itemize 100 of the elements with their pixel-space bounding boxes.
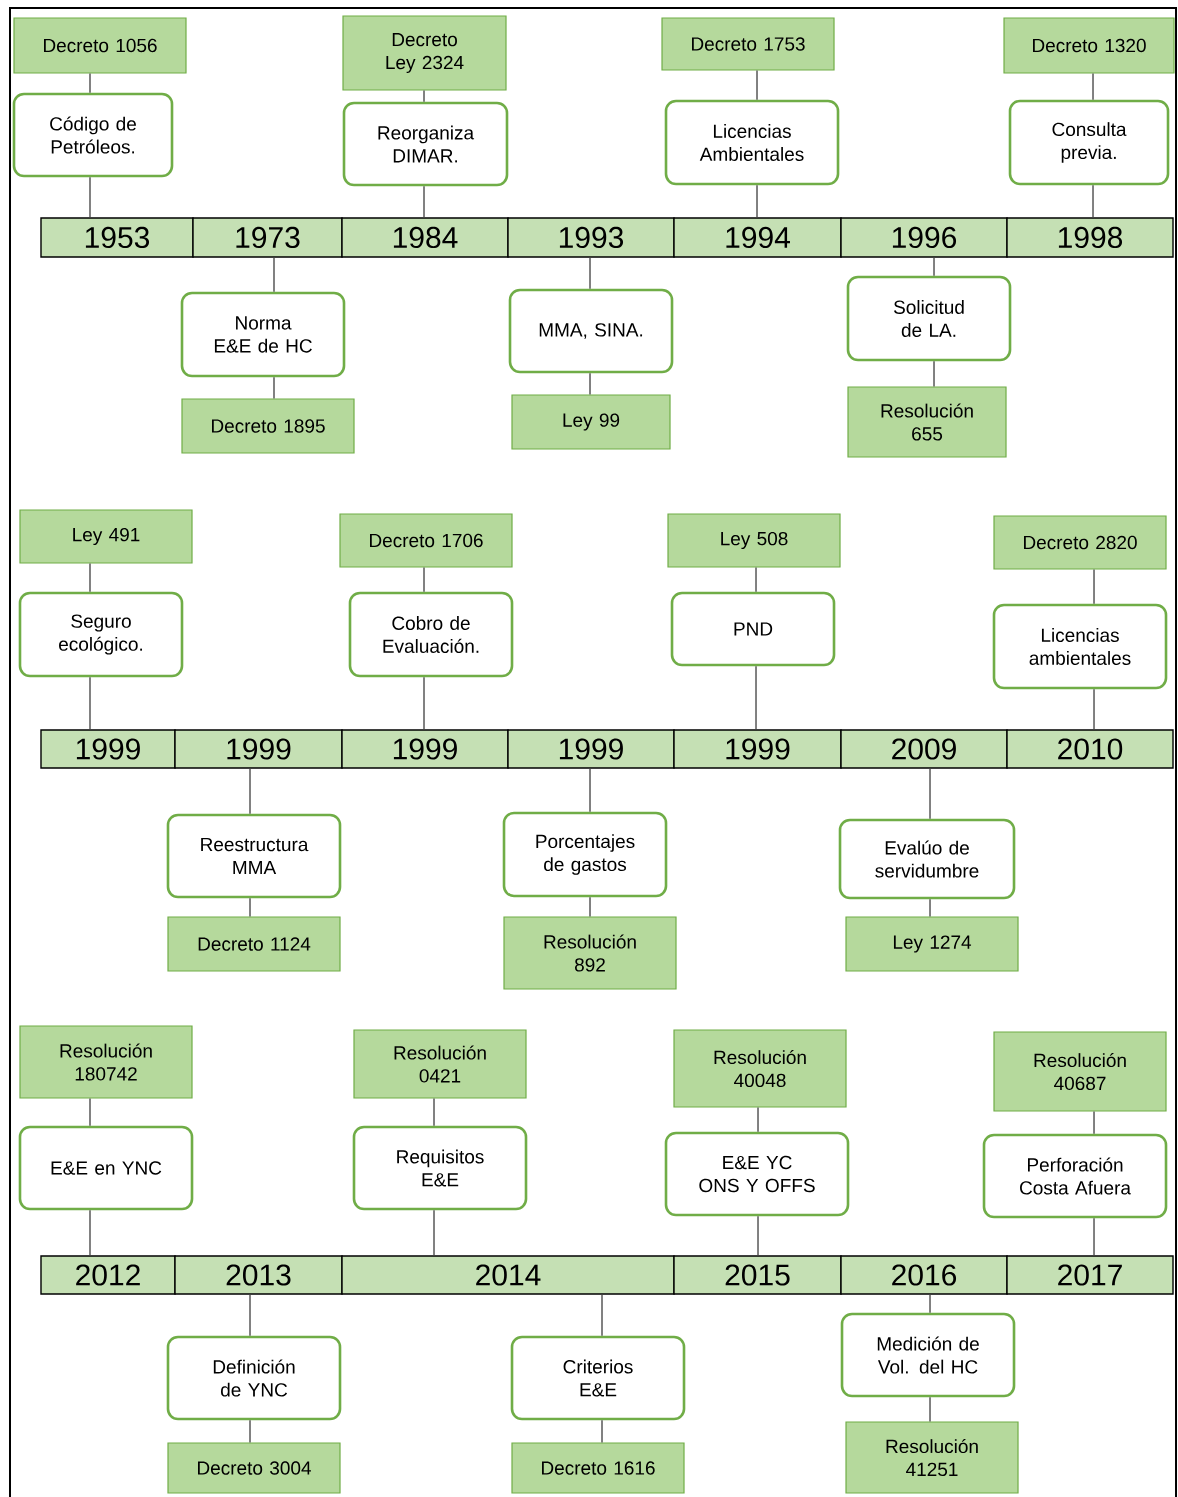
- event-box: PND: [670, 591, 836, 667]
- event-box: Solicitud de LA.: [846, 275, 1012, 362]
- year-cell: 1999: [40, 729, 176, 769]
- event-box: Consulta previa.: [1008, 99, 1170, 186]
- connector-line: [601, 1294, 603, 1337]
- connector-line: [1092, 184, 1094, 218]
- connector-line: [589, 768, 591, 813]
- event-box: Medición de Vol. del HC: [840, 1312, 1016, 1398]
- connector-line: [929, 1294, 931, 1314]
- connector-line: [929, 1396, 931, 1423]
- connector-line: [273, 257, 275, 293]
- year-cell: 2014: [341, 1255, 675, 1295]
- header-box: Resolución 180742: [19, 1025, 193, 1099]
- header-box: Decreto 1056: [13, 17, 187, 74]
- year-cell: 1999: [507, 729, 675, 769]
- header-box: Decreto 1320: [1003, 17, 1175, 74]
- connector-line: [249, 1294, 251, 1337]
- year-cell: 2016: [840, 1255, 1008, 1295]
- header-box: Decreto 1616: [511, 1442, 685, 1494]
- year-cell: 1984: [341, 217, 509, 258]
- event-box: Definición de YNC: [166, 1335, 342, 1421]
- year-cell: 1999: [673, 729, 842, 769]
- year-cell: 2017: [1006, 1255, 1174, 1295]
- connector-line: [89, 562, 91, 593]
- connector-line: [423, 185, 425, 218]
- header-box: Resolución 0421: [353, 1029, 527, 1099]
- header-box: Decreto 1753: [661, 17, 835, 71]
- year-cell: 1999: [174, 729, 343, 769]
- event-box: E&E YC ONS Y OFFS: [664, 1131, 850, 1217]
- year-cell: 1999: [341, 729, 509, 769]
- year-cell: 2010: [1006, 729, 1174, 769]
- event-box: E&E en YNC: [18, 1125, 194, 1211]
- connector-line: [249, 768, 251, 815]
- connector-line: [757, 1215, 759, 1256]
- event-box: Reestructura MMA: [166, 813, 342, 899]
- connector-line: [249, 897, 251, 918]
- event-box: Cobro de Evaluación.: [348, 591, 514, 678]
- header-box: Decreto 1895: [181, 398, 355, 454]
- year-cell: 1994: [673, 217, 842, 258]
- year-cell: 2015: [673, 1255, 842, 1295]
- connector-line: [933, 360, 935, 388]
- header-box: Ley 1274: [845, 916, 1019, 972]
- year-cell: 2012: [40, 1255, 176, 1295]
- event-box: Reorganiza DIMAR.: [342, 101, 509, 187]
- header-box: Ley 491: [19, 509, 193, 564]
- connector-line: [89, 72, 91, 94]
- connector-line: [423, 676, 425, 730]
- event-box: Licencias Ambientales: [664, 99, 840, 186]
- connector-line: [1093, 688, 1095, 730]
- connector-line: [423, 566, 425, 593]
- connector-line: [89, 176, 91, 218]
- event-box: Código de Petróleos.: [12, 92, 174, 178]
- header-box: Resolución 655: [847, 386, 1007, 458]
- header-box: Decreto 1706: [339, 513, 513, 568]
- event-box: Criterios E&E: [510, 1335, 686, 1421]
- connector-line: [1093, 1217, 1095, 1256]
- connector-line: [589, 896, 591, 918]
- year-cell: 1993: [507, 217, 675, 258]
- connector-line: [1093, 1110, 1095, 1135]
- connector-line: [757, 1106, 759, 1133]
- year-cell: 1996: [840, 217, 1008, 258]
- connector-line: [755, 566, 757, 593]
- header-box: Resolución 40048: [673, 1029, 847, 1108]
- connector-line: [929, 768, 931, 820]
- connector-line: [756, 184, 758, 218]
- connector-line: [601, 1419, 603, 1444]
- header-box: Ley 508: [667, 513, 841, 568]
- connector-line: [755, 665, 757, 730]
- year-cell: 2013: [174, 1255, 343, 1295]
- header-box: Decreto Ley 2324: [342, 15, 507, 91]
- header-box: Ley 99: [511, 394, 671, 450]
- header-box: Decreto 3004: [167, 1442, 341, 1494]
- connector-line: [433, 1097, 435, 1127]
- year-cell: 2009: [840, 729, 1008, 769]
- connector-line: [1092, 72, 1094, 101]
- header-box: Decreto 2820: [993, 515, 1167, 570]
- event-box: Perforación Costa Afuera: [982, 1133, 1168, 1219]
- connector-line: [589, 372, 591, 396]
- connector-line: [249, 1419, 251, 1444]
- header-box: Decreto 1124: [167, 916, 341, 972]
- connector-line: [423, 89, 425, 103]
- header-box: Resolución 41251: [845, 1421, 1019, 1494]
- event-box: Norma E&E de HC: [180, 291, 346, 378]
- connector-line: [89, 1097, 91, 1127]
- year-cell: 1998: [1006, 217, 1174, 258]
- event-box: Porcentajes de gastos: [502, 811, 668, 898]
- event-box: MMA, SINA.: [508, 288, 674, 374]
- connector-line: [756, 69, 758, 101]
- header-box: Resolución 40687: [993, 1031, 1167, 1112]
- connector-line: [1093, 568, 1095, 605]
- connector-line: [929, 898, 931, 918]
- event-box: Licencias ambientales: [992, 603, 1168, 690]
- connector-line: [433, 1209, 435, 1256]
- event-box: Seguro ecológico.: [18, 591, 184, 678]
- header-box: Resolución 892: [503, 916, 677, 990]
- connector-line: [273, 376, 275, 400]
- event-box: Requisitos E&E: [352, 1125, 528, 1211]
- connector-line: [589, 257, 591, 290]
- event-box: Evalúo de servidumbre: [838, 818, 1016, 900]
- year-cell: 1953: [40, 217, 194, 258]
